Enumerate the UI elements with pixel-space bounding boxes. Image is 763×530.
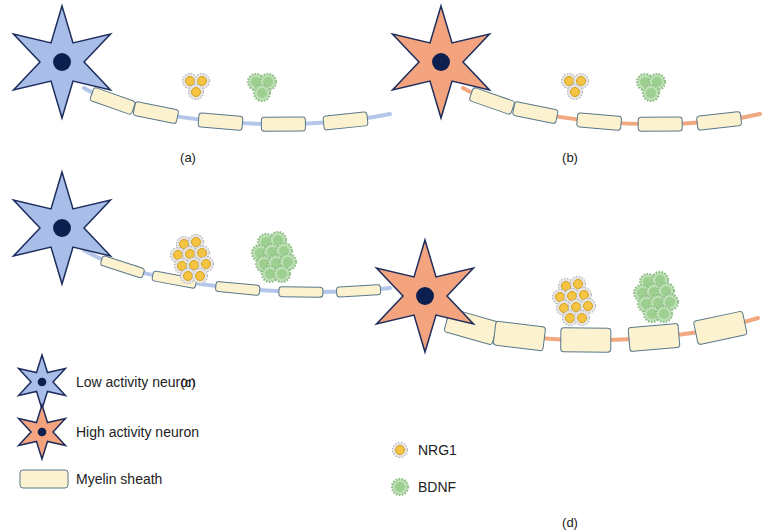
legend-text: High activity neuron (76, 424, 199, 440)
legend-sample-myelin (20, 470, 68, 488)
low-activity-neuron (14, 172, 111, 284)
nrg1-particle (202, 260, 211, 269)
panel-label: (a) (180, 150, 196, 165)
myelin-sheath (133, 101, 179, 123)
myelin-sheath (215, 281, 260, 295)
myelin-sheath (152, 271, 197, 289)
bdnf-halo (643, 85, 659, 101)
myelin-sheath (100, 255, 145, 278)
nrg1-particle (574, 280, 583, 289)
panel-label: (d) (562, 515, 578, 530)
legend-sample-star (19, 355, 66, 409)
bdnf-particle (277, 269, 287, 279)
nrg1-particle (572, 303, 581, 312)
nrg1-particle (190, 261, 199, 270)
bdnf-halo (392, 479, 408, 495)
myelin-sheath (279, 287, 323, 298)
bdnf-halo (254, 85, 270, 101)
nrg1-particle (184, 272, 193, 281)
myelin-sheath (261, 117, 305, 131)
bdnf-particle (659, 309, 669, 319)
nrg1-halo (189, 85, 204, 100)
myelin-sheath (577, 113, 622, 131)
bdnf-halo (274, 266, 290, 282)
bdnf-particle (257, 88, 267, 98)
myelin-sheath (493, 321, 546, 351)
myelin-sheath (198, 113, 243, 131)
nrg1-particle (565, 77, 574, 86)
myelin-sheath (561, 328, 611, 353)
nrg1-halo (393, 443, 408, 458)
cell-nucleus (38, 378, 47, 387)
low-activity-neuron (14, 6, 111, 118)
nrg1-particle (571, 88, 580, 97)
panel-label: (b) (562, 150, 578, 165)
myelin-sheath (693, 311, 747, 345)
cell-nucleus (53, 219, 71, 237)
myelin-sheath (696, 111, 741, 130)
nrg1-particle (566, 314, 575, 323)
bdnf-particle (646, 88, 656, 98)
nrg1-halo (193, 269, 208, 284)
cell-nucleus (416, 287, 434, 305)
legend-sample-star (19, 405, 66, 459)
myelin-sheath (628, 323, 680, 351)
nrg1-particle (186, 77, 195, 86)
nrg1-particle (192, 88, 201, 97)
myelin-sheath (323, 112, 368, 131)
cell-nucleus (53, 53, 71, 71)
nrg1-particle (198, 77, 207, 86)
nrg1-particle (577, 77, 586, 86)
legend-text: Low activity neuron (76, 374, 196, 390)
nrg1-halo (575, 311, 590, 326)
bdnf-halo (656, 306, 672, 322)
cell-nucleus (38, 428, 47, 437)
myelin-sheath (469, 87, 515, 115)
legend-text: Myelin sheath (76, 471, 162, 487)
high-activity-neuron (377, 240, 474, 352)
nrg1-particle (196, 272, 205, 281)
bdnf-particle (395, 482, 405, 492)
legend-text: BDNF (418, 479, 456, 495)
nrg1-halo (568, 85, 583, 100)
nrg1-particle (192, 238, 201, 247)
legend-text: NRG1 (418, 442, 457, 458)
high-activity-neuron (393, 6, 490, 118)
myelin-sheath (336, 284, 381, 297)
myelin-sheath (512, 101, 558, 123)
myelin-sheath (638, 117, 682, 131)
nrg1-particle (578, 314, 587, 323)
nrg1-particle (584, 302, 593, 311)
cell-nucleus (432, 53, 450, 71)
nrg1-particle (396, 446, 405, 455)
